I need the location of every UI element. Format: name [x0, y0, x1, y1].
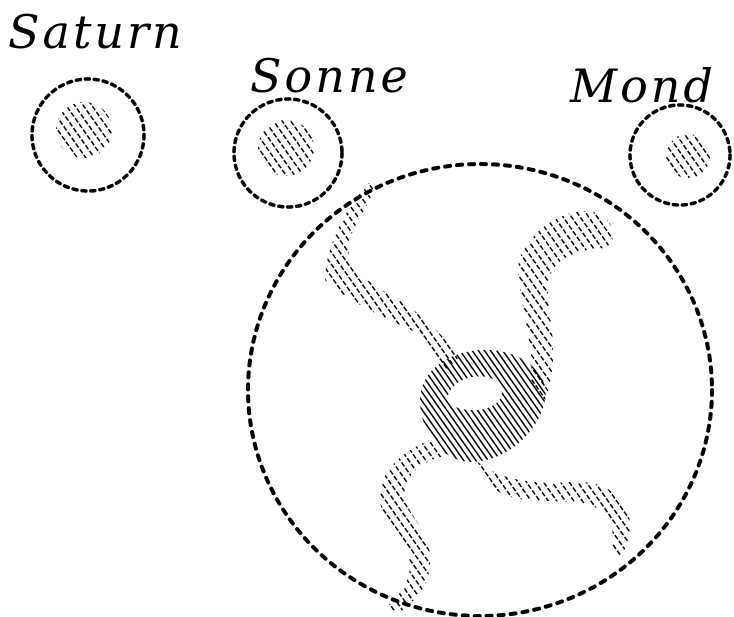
earth-upper-left-band: [325, 180, 458, 372]
label-sonne: Sonne: [250, 49, 411, 103]
label-saturn: Saturn: [8, 5, 185, 59]
sonne-core: [258, 120, 314, 176]
saturn-core: [56, 102, 112, 158]
label-mond: Mond: [569, 59, 716, 113]
saturn-body: [32, 79, 144, 191]
earth-lower-right-band: [478, 462, 630, 560]
mond-body: [630, 105, 730, 205]
sonne-body: [234, 99, 342, 207]
earth-lower-left-band: [380, 440, 450, 612]
earth-body: [248, 164, 712, 616]
mond-core: [666, 134, 710, 178]
